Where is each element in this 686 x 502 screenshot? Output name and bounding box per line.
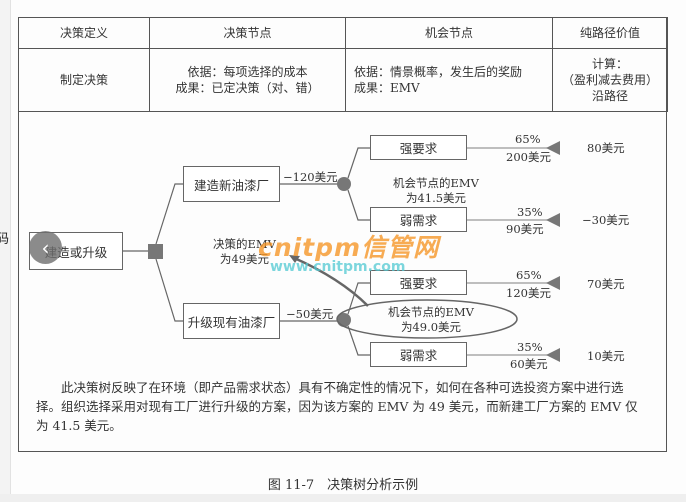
payoff: 200美元 [506,150,551,164]
payoff: 60美元 [510,357,548,371]
path-along: 沿路径 [591,89,628,103]
net-path-value: −30美元 [582,213,630,227]
decision-emv-label: 决策的EMV 为49美元 [213,237,276,267]
outcome-box-strong: 强要求 [370,270,467,295]
end-node-triangle [546,213,560,227]
highlight-ellipse [336,299,518,339]
probability: 65% [516,268,542,282]
watermark-url: www.cnitpm.com [270,259,406,275]
decision-basis: 依据：每项选择的成本 [187,65,308,79]
cell-definition: 制定决策 [18,48,150,112]
chance-basis: 依据：情景概率，发生后的奖励 [354,65,523,79]
decision-emv-line1: 决策的EMV [213,237,276,251]
chance-emv-upper-line1: 机会节点的EMV [393,176,479,190]
outcome-box-strong: 强要求 [370,135,467,160]
path-calc: 计算： [591,57,628,71]
chance-node-upper [337,177,351,191]
cell-decision-node: 依据：每项选择的成本 成果：已定决策（对、错） [149,48,346,112]
probability: 35% [517,205,543,219]
end-node-triangle [546,348,560,362]
net-path-value: 80美元 [587,141,625,155]
probability: 35% [517,340,543,354]
watermark-brand: cnitpm信管网 [258,233,440,262]
header-decision-node: 决策节点 [149,17,346,49]
net-path-value: 10美元 [587,349,625,363]
emv-arrow [291,255,369,307]
end-node-triangle [546,276,560,290]
decision-result: 成果：已定决策（对、错） [175,81,320,95]
payoff: 90美元 [506,222,544,236]
chance-node-lower [337,313,351,327]
cost-new-plant: −120美元 [283,170,338,184]
chance-emv-lower-line1: 机会节点的EMV [388,305,474,319]
back-button[interactable]: ‹ [29,231,62,264]
left-sidebar-strip [0,0,11,502]
figure-caption: 图 11-7 决策树分析示例 [267,478,419,493]
option-box-new-plant: 建造新油漆厂 [183,166,280,202]
cell-chance-node: 依据：情景概率，发生后的奖励 成果：EMV [345,48,553,112]
decision-node-square [148,244,163,259]
path-formula: （盈利减去费用） [561,73,658,87]
chance-emv-lower: 机会节点的EMV 为49.0美元 [388,305,474,335]
option-box-upgrade: 升级现有油漆厂 [183,303,280,339]
header-chance-node: 机会节点 [345,17,553,49]
definition-table: 决策定义 决策节点 机会节点 纯路径价值 制定决策 依据：每项选择的成本 成果：… [18,17,668,112]
arrow-head-icon [289,255,300,263]
chance-result: 成果：EMV [354,81,420,95]
figure-description: 此决策树反映了在环境（即产品需求状态）具有不确定性的情况下，如何在各种可选投资方… [36,380,638,433]
decision-emv-line2: 为49美元 [219,252,270,266]
net-path-value: 70美元 [587,277,625,291]
end-node-triangle [546,141,560,155]
chance-emv-upper: 机会节点的EMV 为41.5美元 [393,176,479,206]
outcome-box-weak: 弱需求 [370,342,467,367]
outcome-box-weak: 弱需求 [370,207,467,232]
chance-emv-lower-line2: 为49.0美元 [400,320,462,334]
cell-path-value: 计算： （盈利减去费用） 沿路径 [552,48,668,112]
cost-upgrade: −50美元 [286,307,334,321]
payoff: 120美元 [506,286,551,300]
bottom-band [0,494,686,502]
header-definition: 决策定义 [18,17,150,49]
sidebar-char: 码 [0,232,10,247]
probability: 65% [515,132,541,146]
chance-emv-upper-line2: 为41.5美元 [405,191,467,205]
